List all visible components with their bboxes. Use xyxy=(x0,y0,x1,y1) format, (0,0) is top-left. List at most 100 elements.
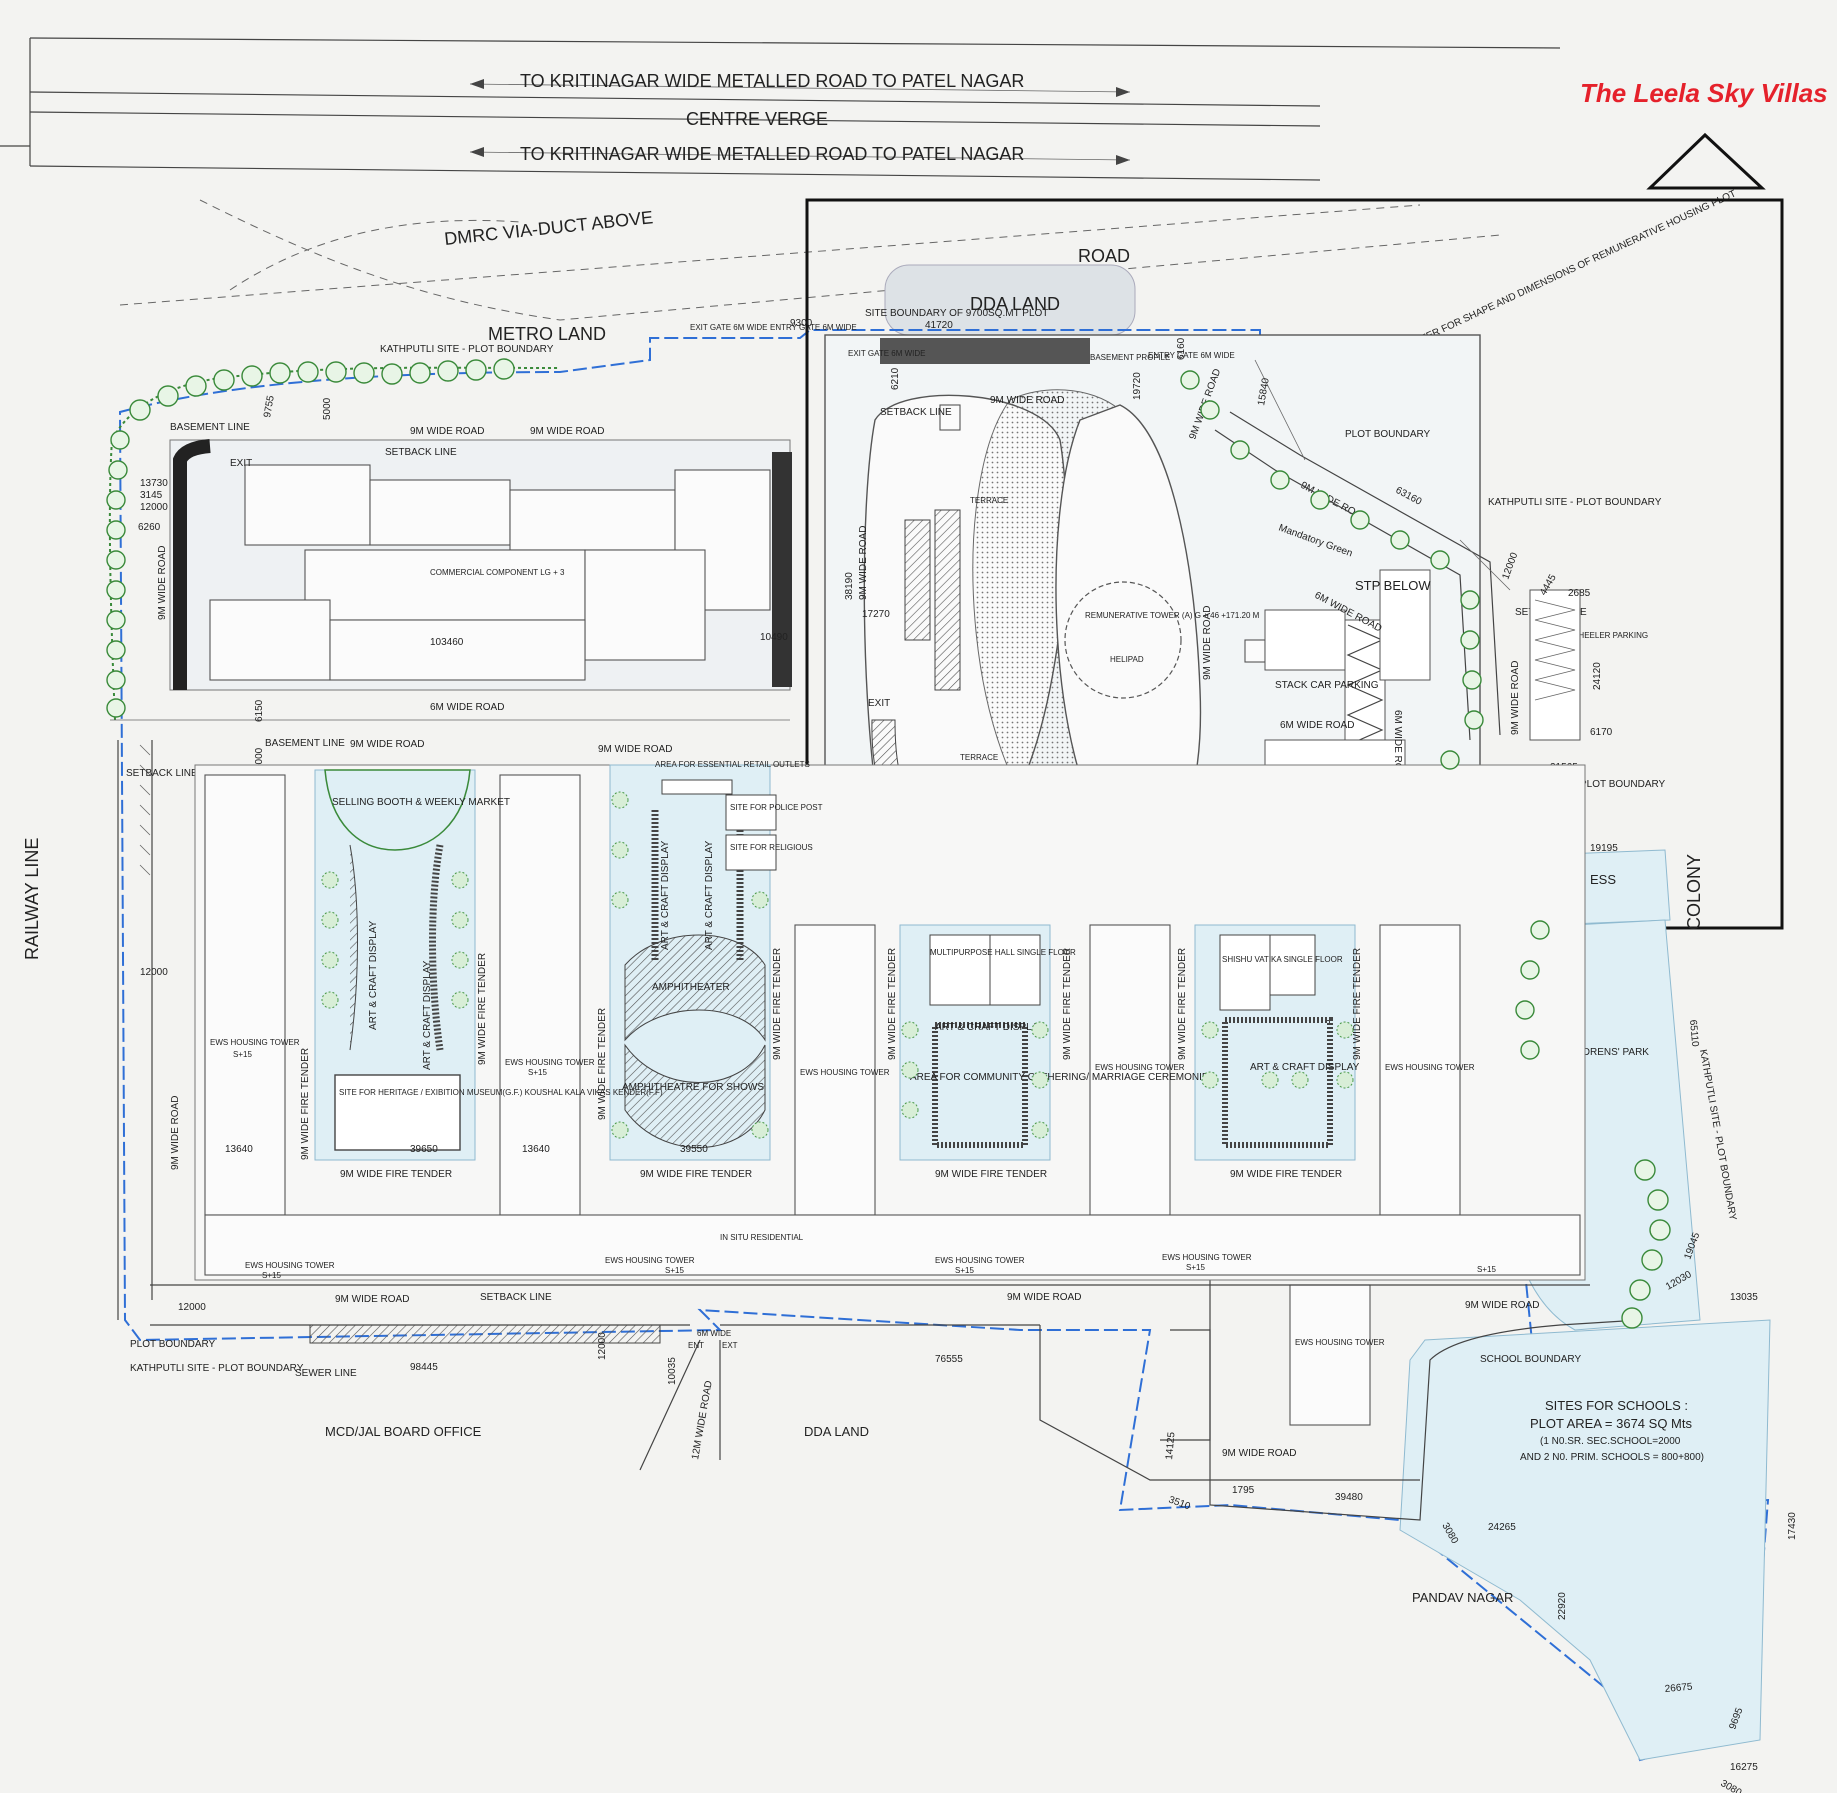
ext-label: EXT xyxy=(722,1341,738,1350)
art-craft-6-label: ART & CRAFT DISPLAY xyxy=(1250,1062,1360,1073)
road-9m-railway-label: 9M WIDE ROAD xyxy=(170,1096,181,1170)
ews-tower-4-label: EWS HOUSING TOWER xyxy=(1095,1063,1185,1072)
ews-tower-7-label: EWS HOUSING TOWER xyxy=(935,1256,1025,1265)
amphitheater-label: AMPHITHEATER xyxy=(652,982,730,993)
terrace-2-label: TERRACE xyxy=(960,753,998,762)
art-craft-4-label: ART & CRAFT DISPLAY xyxy=(704,840,715,950)
pandav-nagar-label: PANDAV NAGAR xyxy=(1412,1590,1513,1605)
school-site xyxy=(1399,1319,1771,1761)
dim-17270: 17270 xyxy=(862,609,890,620)
school-boundary-label: SCHOOL BOUNDARY xyxy=(1480,1354,1581,1365)
dim-6170: 6170 xyxy=(1590,727,1613,738)
police-post-label: SITE FOR POLICE POST xyxy=(730,803,823,812)
ews-tower-6-label: EWS HOUSING TOWER xyxy=(605,1256,695,1265)
fire-tender-5-label: 9M WIDE FIRE TENDER xyxy=(887,948,898,1060)
dim-26675: 26675 xyxy=(1664,1682,1693,1695)
commercial-label: COMMERCIAL COMPONENT LG + 3 xyxy=(430,568,565,577)
commercial-block xyxy=(169,439,792,691)
dim-38190: 38190 xyxy=(844,572,855,600)
setback-podium-label: SETBACK LINE xyxy=(880,407,952,418)
s15-2-label: S+15 xyxy=(528,1068,547,1077)
dim-24265: 24265 xyxy=(1488,1522,1516,1533)
setback-s-label: SETBACK LINE xyxy=(480,1292,552,1303)
fire-tender-h2-label: 9M WIDE FIRE TENDER xyxy=(640,1169,752,1180)
amphitheatre-shows-label: AMPHITHEATRE FOR SHOWS xyxy=(622,1082,764,1093)
ews-tower-8-label: EWS HOUSING TOWER xyxy=(1162,1253,1252,1262)
dim-39480: 39480 xyxy=(1335,1492,1363,1503)
ews-band xyxy=(194,764,1586,1426)
fire-tender-h3-label: 9M WIDE FIRE TENDER xyxy=(935,1169,1047,1180)
dim-9000: 9000 xyxy=(254,747,265,770)
plot-boundary-ne-label: PLOT BOUNDARY xyxy=(1345,429,1431,440)
dim-10035: 10035 xyxy=(667,1357,678,1385)
fire-tender-6-label: 9M WIDE FIRE TENDER xyxy=(1062,948,1073,1060)
s15-1-label: S+15 xyxy=(233,1050,252,1059)
road-6m-podium-v-label: 6M WIDE ROAD xyxy=(1392,710,1403,784)
multipurpose-label: MULTIPURPOSE HALL SINGLE FLOOR xyxy=(930,948,1076,957)
dim-19195: 19195 xyxy=(1590,843,1618,854)
dim-13640: 13640 xyxy=(225,1144,253,1155)
ent-label: ENT xyxy=(688,1341,704,1350)
north-arrow-icon xyxy=(1646,132,1766,190)
two-wheeler-label: TWO WHEELER PARKING xyxy=(1550,631,1648,640)
road-9m-podium-top-label: 9M WIDE ROAD xyxy=(990,395,1064,406)
tower-label: REMUNERATIVE TOWER (A) G + 46 +171.20 M xyxy=(1085,611,1260,620)
road-9m-s1-label: 9M WIDE ROAD xyxy=(335,1294,409,1305)
dim-13730: 13730 xyxy=(140,478,168,489)
fire-tender-1-label: 9M WIDE FIRE TENDER xyxy=(300,1048,311,1160)
dim-41720: 41720 xyxy=(925,320,953,331)
setback-w-label: SETBACK LINE xyxy=(126,768,198,779)
dim-13640b: 13640 xyxy=(522,1144,550,1155)
dda-land-bottom-label: DDA LAND xyxy=(804,1424,869,1439)
fire-tender-3-label: 9M WIDE FIRE TENDER xyxy=(597,1008,608,1120)
helipad-label: HELIPAD xyxy=(1110,655,1144,664)
dim-12000e: 12000 xyxy=(597,1332,608,1360)
dim-16275: 16275 xyxy=(1730,1762,1758,1773)
trees-courts xyxy=(321,791,1354,1139)
ews-tower-3-label: EWS HOUSING TOWER xyxy=(800,1068,890,1077)
road-9m-nw2-label: 9M WIDE ROAD xyxy=(530,426,604,437)
heritage-label: SITE FOR HERITAGE / EXIBITION MUSEUM(G.F… xyxy=(339,1088,663,1097)
exit-gate-top-label: EXIT GATE 6M WIDE xyxy=(690,323,768,332)
schools-line-2: PLOT AREA = 3674 SQ Mts xyxy=(1530,1416,1692,1431)
ews-tower-1-label: EWS HOUSING TOWER xyxy=(210,1038,300,1047)
fire-tender-h1-label: 9M WIDE FIRE TENDER xyxy=(340,1169,452,1180)
entry-gate-top-label: ENTRY GATE 6M WIDE xyxy=(770,323,857,332)
exit-podium-label: EXIT xyxy=(868,698,890,709)
trees-west xyxy=(106,358,515,718)
project-title: The Leela Sky Villas xyxy=(1580,78,1828,108)
entry-gate-r-label: ENTRY GATE 6M WIDE xyxy=(1148,351,1235,360)
setback-nw-label: SETBACK LINE xyxy=(385,447,457,458)
dim-12000: 12000 xyxy=(140,502,168,513)
trees-east xyxy=(1180,370,1671,1329)
kathputli-top-label: KATHPUTLI SITE - PLOT BOUNDARY xyxy=(380,344,554,355)
dim-17430: 17430 xyxy=(1787,1512,1798,1540)
site-boundary-blue xyxy=(118,329,1770,1762)
essential-retail-label: AREA FOR ESSENTIAL RETAIL OUTLETS xyxy=(655,760,810,769)
s15-9-label: S+15 xyxy=(262,1271,281,1280)
road-9m-podium-west-label: 9M WIDE ROAD xyxy=(858,526,869,600)
s15-8-label: S+15 xyxy=(1186,1263,1205,1272)
kathputli-s-label: KATHPUTLI SITE - PLOT BOUNDARY xyxy=(130,1363,304,1374)
road-9m-podium-inner-label: 9M WIDE ROAD xyxy=(1202,606,1213,680)
exit-nw-label: EXIT xyxy=(230,458,252,469)
s15-6-label: S+15 xyxy=(665,1266,684,1275)
fire-tender-4-label: 9M WIDE FIRE TENDER xyxy=(772,948,783,1060)
dim-6150: 6150 xyxy=(254,699,265,722)
plot-boundary-east-label: PLOT BOUNDARY xyxy=(1580,779,1666,790)
centre-verge-label: CENTRE VERGE xyxy=(686,109,828,129)
road-label: ROAD xyxy=(1078,246,1130,266)
dim-5000: 5000 xyxy=(322,397,333,420)
basement-profile-top-label: BASEMENT PROFILE xyxy=(1090,353,1170,362)
basement-nw-label: BASEMENT LINE xyxy=(170,422,250,433)
plot-boundary-s-label: PLOT BOUNDARY xyxy=(130,1339,216,1350)
kathputli-right-label: KATHPUTLI SITE - PLOT BOUNDARY xyxy=(1488,497,1662,508)
dim-65110: 65110 xyxy=(1687,1019,1700,1047)
dim-24120: 24120 xyxy=(1592,662,1603,690)
mcd-label: MCD/JAL BOARD OFFICE xyxy=(325,1424,482,1439)
dim-1795: 1795 xyxy=(1232,1485,1255,1496)
s15-10-label: S+15 xyxy=(1477,1265,1496,1274)
road-9m-east-label: 9M WIDE ROAD xyxy=(1510,661,1521,735)
dim-98445: 98445 xyxy=(410,1362,438,1373)
